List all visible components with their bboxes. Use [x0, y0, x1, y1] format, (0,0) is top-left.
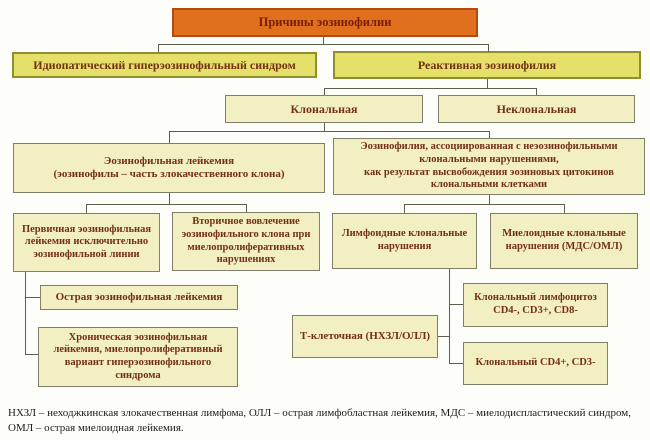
node-chronic-leukemia: Хроническая эозинофильная лейкемия, миел…: [38, 327, 238, 387]
connector: [449, 269, 450, 364]
connector: [169, 131, 170, 143]
connector: [324, 123, 325, 132]
connector: [324, 88, 325, 95]
connector: [323, 37, 324, 45]
node-eosinophilia-associated: Эозинофилия, ассоциированная с неэозиноф…: [333, 138, 645, 195]
node-t-cell: Т-клеточная (НХЗЛ/ОЛЛ): [292, 315, 438, 358]
connector: [488, 44, 489, 52]
node-clonal-lymphocytosis: Клональный лимфоцитоз CD4-, CD3+, CD8-: [463, 283, 608, 327]
node-acute-leukemia: Острая эозинофильная лейкемия: [40, 285, 238, 310]
connector: [25, 354, 38, 355]
connector: [158, 44, 159, 52]
node-nonclonal: Неклональная: [438, 95, 635, 123]
node-myeloid-disorders: Миелоидные клональные нарушения (МДС/ОМЛ…: [490, 213, 638, 269]
connector: [489, 195, 490, 204]
connector: [536, 88, 537, 95]
node-clonal: Клональная: [225, 95, 423, 123]
connector: [487, 79, 488, 88]
connector: [404, 204, 565, 205]
connector: [449, 363, 463, 364]
connector: [169, 131, 490, 132]
connector: [564, 204, 565, 213]
connector: [25, 297, 40, 298]
connector: [438, 336, 449, 337]
connector: [449, 304, 463, 305]
footnote-abbreviations: НХЗЛ – неходжкинская злокачественная лим…: [8, 407, 631, 434]
connector: [158, 44, 489, 45]
connector: [324, 88, 537, 89]
connector: [86, 204, 87, 213]
node-lymphoid-disorders: Лимфоидные клональные нарушения: [332, 213, 477, 269]
connector: [246, 204, 247, 212]
node-reactive-eosinophilia: Реактивная эозинофилия: [333, 51, 641, 79]
node-clonal-cd4: Клональный CD4+, CD3-: [463, 342, 608, 385]
node-idiopathic-syndrome: Идиопатический гиперэозинофильный синдро…: [12, 52, 317, 78]
node-eosinophilic-leukemia: Эозинофильная лейкемия (эозинофилы – час…: [13, 143, 325, 193]
connector: [86, 204, 247, 205]
connector: [489, 131, 490, 138]
node-primary-leukemia: Первичная эозинофильная лейкемия исключи…: [13, 213, 160, 272]
node-root: Причины эозинофилии: [172, 8, 478, 37]
node-secondary-involvement: Вторичное вовлечение эозинофильного клон…: [172, 212, 320, 271]
connector: [404, 204, 405, 213]
connector: [169, 193, 170, 204]
connector: [25, 272, 26, 355]
